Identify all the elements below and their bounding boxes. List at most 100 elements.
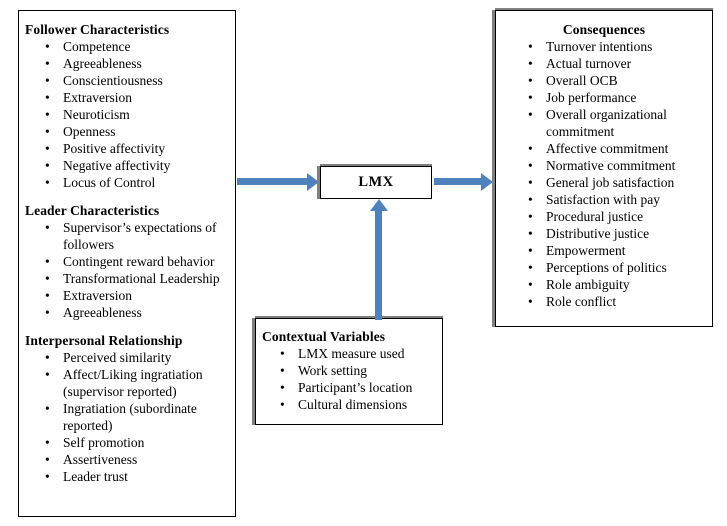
bullet-icon: • bbox=[528, 141, 533, 156]
list-item-label: Overall organizational commitment bbox=[546, 107, 667, 139]
bullet-icon: • bbox=[45, 124, 50, 139]
list-item: •Competence bbox=[25, 38, 229, 55]
contextual-variables-box: Contextual Variables •LMX measure used •… bbox=[255, 318, 443, 425]
bullet-list: •LMX measure used •Work setting •Partici… bbox=[262, 345, 436, 413]
bullet-list: •Supervisor’s expectations of followers … bbox=[25, 219, 229, 321]
list-item-label: Role ambiguity bbox=[546, 277, 630, 292]
list-item-label: Competence bbox=[63, 39, 131, 54]
bullet-icon: • bbox=[45, 175, 50, 190]
list-item: • Procedural justice bbox=[502, 208, 706, 225]
list-item-label: Job performance bbox=[546, 90, 637, 105]
bullet-icon: • bbox=[45, 220, 50, 235]
arrowhead-icon bbox=[307, 172, 319, 191]
list-item: •Agreeableness bbox=[25, 304, 229, 321]
bullet-icon: • bbox=[45, 452, 50, 467]
list-item-label: Cultural dimensions bbox=[298, 397, 408, 412]
group-heading: Contextual Variables bbox=[262, 329, 386, 344]
list-item: •Self promotion bbox=[25, 434, 229, 451]
list-item: •Normative commitment bbox=[502, 157, 706, 174]
group-heading: Interpersonal Relationship bbox=[25, 333, 183, 348]
bullet-icon: • bbox=[45, 158, 50, 173]
list-item: •Neuroticism bbox=[25, 106, 229, 123]
lmx-box: LMX bbox=[320, 166, 432, 199]
list-item: • General job satisfaction bbox=[502, 174, 706, 191]
list-item: • Assertiveness bbox=[25, 451, 229, 468]
list-item: •Distributive justice bbox=[502, 225, 706, 242]
list-item-label: Perceptions of politics bbox=[546, 260, 667, 275]
bullet-icon: • bbox=[280, 363, 285, 378]
group-heading: Leader Characteristics bbox=[25, 203, 160, 218]
bullet-list: •Turnover intentions • Actual turnover • O… bbox=[502, 38, 706, 310]
list-item-label: Agreeableness bbox=[63, 305, 142, 320]
bullet-icon: • bbox=[528, 260, 533, 275]
list-item: • Ingratiation (subordinate reported) bbox=[25, 400, 229, 434]
list-item-label: Work setting bbox=[298, 363, 368, 378]
bullet-icon: • bbox=[528, 73, 533, 88]
list-item-label: Affect/Liking ingratiation (supervisor r… bbox=[63, 367, 203, 399]
group-heading: Follower Characteristics bbox=[25, 22, 170, 37]
consequences-box: Consequences •Turnover intentions • Actua… bbox=[495, 10, 713, 327]
antecedents-box: Follower Characteristics •Competence •Ag… bbox=[18, 10, 236, 517]
list-item: • Role ambiguity bbox=[502, 276, 706, 293]
list-item-label: Assertiveness bbox=[63, 452, 138, 467]
arrowhead-icon bbox=[369, 199, 388, 211]
bullet-icon: • bbox=[45, 367, 50, 382]
list-item-label: Contingent reward behavior bbox=[63, 254, 215, 269]
list-item-label: Supervisor’s expectations of followers bbox=[63, 220, 217, 252]
bullet-icon: • bbox=[528, 192, 533, 207]
list-item-label: Openness bbox=[63, 124, 116, 139]
bullet-icon: • bbox=[45, 141, 50, 156]
bullet-icon: • bbox=[528, 277, 533, 292]
group-follower-characteristics: Follower Characteristics •Competence •Ag… bbox=[25, 21, 229, 191]
list-item: •Contingent reward behavior bbox=[25, 253, 229, 270]
bullet-icon: • bbox=[45, 107, 50, 122]
list-item: •Affective commitment bbox=[502, 140, 706, 157]
list-item-label: Empowerment bbox=[546, 243, 626, 258]
group-leader-characteristics: Leader Characteristics • Supervisor’s exp… bbox=[25, 202, 229, 321]
bullet-icon: • bbox=[45, 90, 50, 105]
list-item: •Conscientiousness bbox=[25, 72, 229, 89]
list-item-label: Leader trust bbox=[63, 469, 128, 484]
bullet-icon: • bbox=[45, 271, 50, 286]
bullet-icon: • bbox=[45, 73, 50, 88]
bullet-icon: • bbox=[45, 435, 50, 450]
group-heading: Consequences bbox=[562, 22, 646, 37]
bullet-icon: • bbox=[528, 39, 533, 54]
bullet-icon: • bbox=[45, 401, 50, 416]
list-item: • Empowerment bbox=[502, 242, 706, 259]
bullet-list: •Competence •Agreeableness •Conscientiou… bbox=[25, 38, 229, 191]
list-item-label: Positive affectivity bbox=[63, 141, 166, 156]
bullet-icon: • bbox=[528, 294, 533, 309]
list-item-label: General job satisfaction bbox=[546, 175, 675, 190]
bullet-icon: • bbox=[528, 175, 533, 190]
arrowhead-icon bbox=[481, 172, 493, 191]
list-item-label: Actual turnover bbox=[546, 56, 632, 71]
bullet-icon: • bbox=[280, 346, 285, 361]
list-item-label: Role conflict bbox=[546, 294, 617, 309]
list-item: • Affect/Liking ingratiation (supervisor … bbox=[25, 366, 229, 400]
list-item-label: Extraversion bbox=[63, 288, 132, 303]
list-item: • Work setting bbox=[262, 362, 436, 379]
list-item-label: Procedural justice bbox=[546, 209, 644, 224]
list-item: •Turnover intentions bbox=[502, 38, 706, 55]
list-item: •Perceived similarity bbox=[25, 349, 229, 366]
list-item-label: Ingratiation (subordinate reported) bbox=[63, 401, 197, 433]
group-interpersonal-relationship: Interpersonal Relationship •Perceived si… bbox=[25, 332, 229, 485]
bullet-icon: • bbox=[528, 243, 533, 258]
bullet-icon: • bbox=[528, 209, 533, 224]
bullet-icon: • bbox=[280, 380, 285, 395]
list-item: • Role conflict bbox=[502, 293, 706, 310]
list-item-label: Agreeableness bbox=[63, 56, 142, 71]
list-item: •Negative affectivity bbox=[25, 157, 229, 174]
list-item: • Overall organizational commitment bbox=[502, 106, 706, 140]
list-item-label: Overall OCB bbox=[546, 73, 618, 88]
bullet-icon: • bbox=[528, 107, 533, 122]
list-item: •Transformational Leadership bbox=[25, 270, 229, 287]
bullet-icon: • bbox=[45, 56, 50, 71]
bullet-icon: • bbox=[528, 226, 533, 241]
list-item: • Openness bbox=[25, 123, 229, 140]
lmx-label: LMX bbox=[358, 174, 394, 190]
list-item-label: Participant’s location bbox=[298, 380, 413, 395]
arrow-lmx-to-consequences-icon bbox=[434, 172, 493, 191]
